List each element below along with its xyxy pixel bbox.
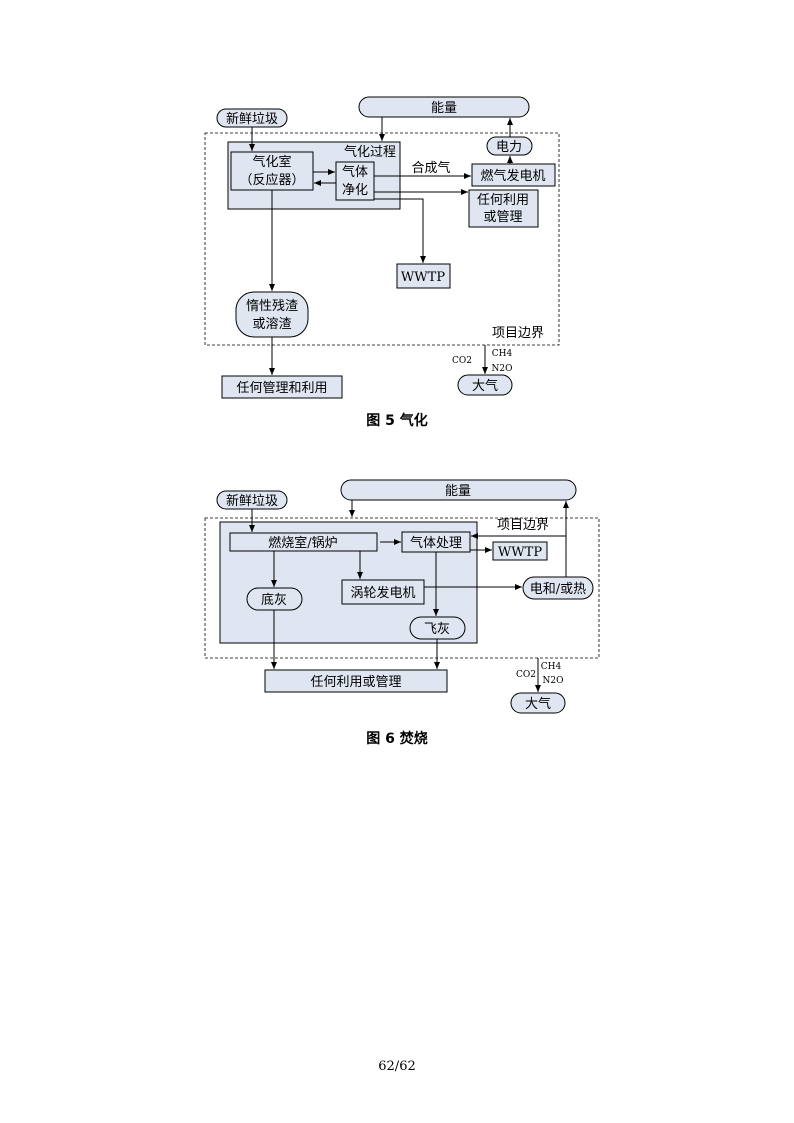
gasification-process-label: 气化过程 (344, 144, 396, 160)
atmosphere-pill (457, 374, 513, 396)
electricity-label: 电力 (496, 140, 522, 155)
figure-5-gasification-diagram: 能量 新鲜垃圾 气化过程 气化室 （反应器） 气体 净化 合成气 电力 燃气发电… (204, 96, 560, 399)
fresh-waste-label: 新鲜垃圾 (226, 111, 278, 127)
figure-5-caption: 图 5 气化 (366, 413, 428, 429)
gas-engine-box (471, 163, 556, 187)
management-box (221, 375, 343, 399)
gas-cleaning-label-2: 净化 (342, 183, 368, 198)
co2-label: CO2 (516, 670, 536, 680)
n2o-label: N2O (492, 364, 513, 374)
co2-label: CO2 (452, 356, 472, 366)
ch4-label: CH4 (492, 349, 513, 359)
wwtp-box (396, 263, 451, 289)
energy-pill (340, 479, 577, 501)
bottom-ash-label: 底灰 (261, 592, 287, 608)
gas-cleaning-box (335, 161, 375, 201)
n2o-label: N2O (543, 676, 564, 686)
fly-ash-label: 飞灰 (424, 622, 450, 637)
fresh-waste-label: 新鲜垃圾 (226, 493, 278, 509)
gas-cleaning-label-1: 气体 (342, 164, 368, 180)
project-boundary (204, 517, 600, 659)
gasifier-label-1: 气化室 (252, 154, 291, 170)
power-heat-label: 电和/或热 (530, 582, 586, 597)
arrow-cleaning-to-wwtp (374, 198, 426, 263)
turbine-generator-box (341, 579, 425, 605)
atmosphere-pill (510, 692, 566, 714)
management-label: 任何利用或管理 (310, 674, 401, 690)
project-boundary-label: 项目边界 (492, 326, 544, 341)
page-number: 62/62 (378, 1059, 416, 1074)
gas-treatment-label: 气体处理 (410, 535, 462, 551)
energy-pill (358, 96, 530, 118)
ch4-label: CH4 (541, 662, 562, 672)
any-use-box (468, 189, 539, 228)
wwtp-label: WWTP (498, 545, 542, 560)
gas-engine-label: 燃气发电机 (480, 168, 545, 184)
boiler-label: 燃烧室/锅炉 (268, 535, 337, 551)
power-heat-pill (522, 576, 594, 600)
management-label: 任何管理和利用 (236, 380, 327, 396)
energy-label: 能量 (445, 484, 471, 499)
syngas-label: 合成气 (411, 160, 450, 176)
inert-residue-label-1: 惰性残渣 (246, 299, 298, 314)
atmosphere-label: 大气 (472, 378, 498, 394)
inert-residue-label-2: 或溶渣 (252, 317, 291, 332)
gasifier-box (230, 151, 314, 191)
turbine-generator-label: 涡轮发电机 (350, 585, 415, 601)
wwtp-label: WWTP (401, 270, 445, 285)
boiler-box (229, 532, 378, 552)
figure-6-caption: 图 6 焚烧 (366, 731, 428, 747)
any-use-label-2: 或管理 (483, 210, 522, 225)
wwtp-box (492, 541, 548, 561)
management-box (264, 669, 448, 693)
figure-6-incineration-diagram: 能量 新鲜垃圾 燃烧室/锅炉 气体处理 项目边界 WWTP 涡轮发电机 电和/或… (204, 479, 600, 714)
gasifier-label-2: （反应器） (239, 172, 304, 188)
atmosphere-label: 大气 (525, 696, 551, 712)
project-boundary-label: 项目边界 (497, 518, 549, 533)
any-use-label-1: 任何利用 (477, 192, 529, 208)
energy-label: 能量 (431, 101, 457, 116)
